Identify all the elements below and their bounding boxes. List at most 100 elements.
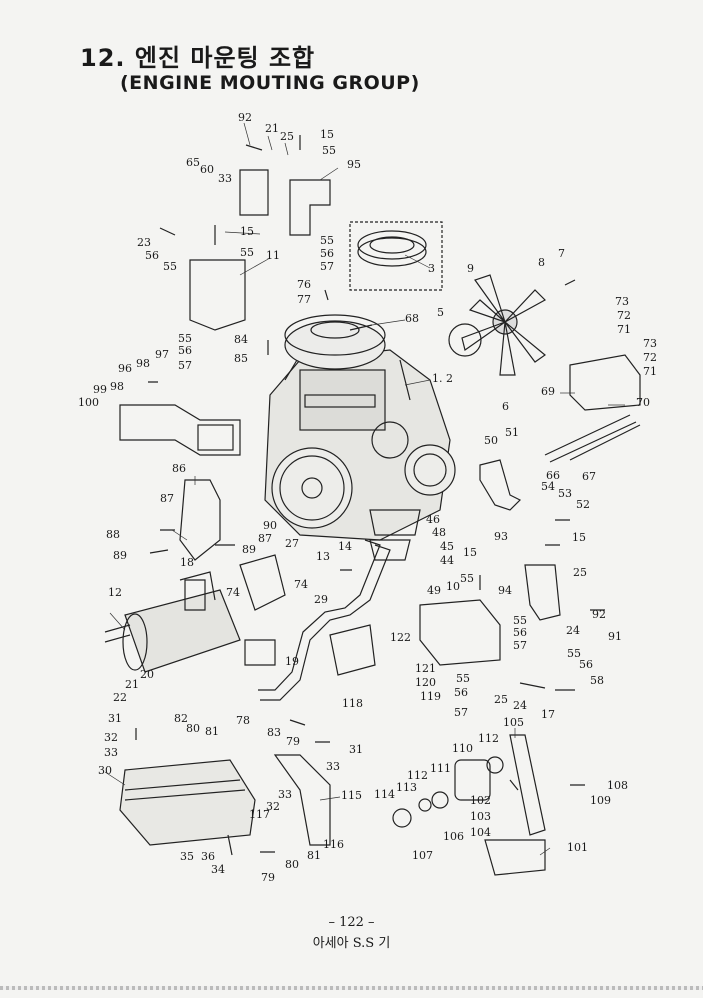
- callout-91: 91: [608, 630, 622, 643]
- heat-shield: [119, 759, 256, 846]
- plate-27: [239, 554, 286, 611]
- fan-pulley: [448, 323, 482, 357]
- clamp-19: [244, 639, 276, 666]
- callout-89b: 89: [242, 543, 256, 556]
- callout-108: 108: [607, 779, 628, 792]
- callout-55c: 55: [240, 246, 254, 259]
- bushing-110: [454, 759, 491, 801]
- elbow-50: [479, 459, 522, 511]
- callout-9: 9: [467, 262, 474, 275]
- callout-6: 6: [502, 400, 509, 413]
- callout-19: 19: [285, 655, 299, 668]
- callout-79a: 79: [286, 735, 300, 748]
- callout-11: 11: [266, 249, 280, 262]
- callout-99: 99: [93, 383, 107, 396]
- callout-29: 29: [314, 593, 328, 606]
- callout-90: 90: [263, 519, 277, 532]
- callout-89a: 89: [113, 549, 127, 562]
- callout-105: 105: [503, 716, 524, 729]
- callout-81a: 81: [205, 725, 219, 738]
- callout-20: 20: [140, 668, 154, 681]
- callout-67: 67: [582, 470, 596, 483]
- callout-57d: 57: [454, 706, 468, 719]
- callout-112a: 112: [478, 732, 499, 745]
- callout-33b: 33: [104, 746, 118, 759]
- callout-66: 66: [546, 469, 560, 482]
- callout-83: 83: [267, 726, 281, 739]
- callout-48: 48: [432, 526, 446, 539]
- callout-88: 88: [106, 528, 120, 541]
- callout-5: 5: [437, 306, 444, 319]
- callout-30: 30: [98, 764, 112, 777]
- callout-76: 76: [297, 278, 311, 291]
- callout-7: 7: [558, 247, 565, 260]
- exhaust-pipe: [260, 544, 391, 701]
- bracket-94: [524, 564, 561, 621]
- callout-81b: 81: [307, 849, 321, 862]
- callout-3: 3: [428, 262, 435, 275]
- callout-77: 77: [297, 293, 311, 306]
- callout-56a: 56: [145, 249, 159, 262]
- mount-cylinder: [239, 169, 269, 216]
- callout-55h: 55: [567, 647, 581, 660]
- callout-96: 96: [118, 362, 132, 375]
- callout-33d: 33: [278, 788, 292, 801]
- callout-56c: 56: [178, 344, 192, 357]
- callout-100: 100: [78, 396, 99, 409]
- callout-120: 120: [415, 676, 436, 689]
- callout-71a: 71: [617, 323, 631, 336]
- callout-58: 58: [590, 674, 604, 687]
- callout-27: 27: [285, 537, 299, 550]
- callout-98a: 98: [136, 357, 150, 370]
- rod-66: [544, 414, 631, 456]
- mount-bracket-10: [419, 599, 501, 666]
- callout-31a: 31: [108, 712, 122, 725]
- air-cleaner: [284, 314, 386, 370]
- page-number: – 122 –: [328, 915, 375, 930]
- guard-115: [273, 754, 331, 846]
- callout-15c: 15: [572, 531, 586, 544]
- callout-8: 8: [538, 256, 545, 269]
- callout-44: 44: [440, 554, 454, 567]
- callout-55a: 55: [322, 144, 336, 157]
- callout-60: 60: [200, 163, 214, 176]
- callout-109: 109: [590, 794, 611, 807]
- callout-93: 93: [494, 530, 508, 543]
- callout-73a: 73: [615, 295, 629, 308]
- callout-115: 115: [341, 789, 362, 802]
- callout-74b: 74: [294, 578, 308, 591]
- callout-95: 95: [347, 158, 361, 171]
- flange-48: [369, 539, 411, 561]
- callout-72b: 72: [643, 351, 657, 364]
- callout-25b: 25: [573, 566, 587, 579]
- callout-17: 17: [541, 708, 555, 721]
- callout-92b: 92: [592, 608, 606, 621]
- callout-110: 110: [452, 742, 473, 755]
- callout-98b: 98: [110, 380, 124, 393]
- callout-45: 45: [440, 540, 454, 553]
- callout-22: 22: [113, 691, 127, 704]
- callout-25c: 25: [494, 693, 508, 706]
- bracket-101: [484, 839, 546, 876]
- callout-24a: 24: [566, 624, 580, 637]
- cooling-fan: [461, 274, 546, 376]
- callout-55b: 55: [163, 260, 177, 273]
- callout-33a: 33: [218, 172, 232, 185]
- callout-57c: 57: [513, 639, 527, 652]
- callout-51: 51: [505, 426, 519, 439]
- callout-74a: 74: [226, 586, 240, 599]
- callout-112b: 112: [407, 769, 428, 782]
- callout-12: 12: [108, 586, 122, 599]
- frame-96: [119, 404, 241, 456]
- callout-118: 118: [342, 697, 363, 710]
- callout-23: 23: [137, 236, 151, 249]
- callout-35: 35: [180, 850, 194, 863]
- parts-drawing: [104, 135, 641, 876]
- callout-104: 104: [470, 826, 491, 839]
- company-name: 아세아 S.S 기: [312, 936, 391, 951]
- callout-85: 85: [234, 352, 248, 365]
- callout-10: 10: [446, 580, 460, 593]
- scan-edge: [0, 986, 703, 990]
- callout-55g: 55: [513, 614, 527, 627]
